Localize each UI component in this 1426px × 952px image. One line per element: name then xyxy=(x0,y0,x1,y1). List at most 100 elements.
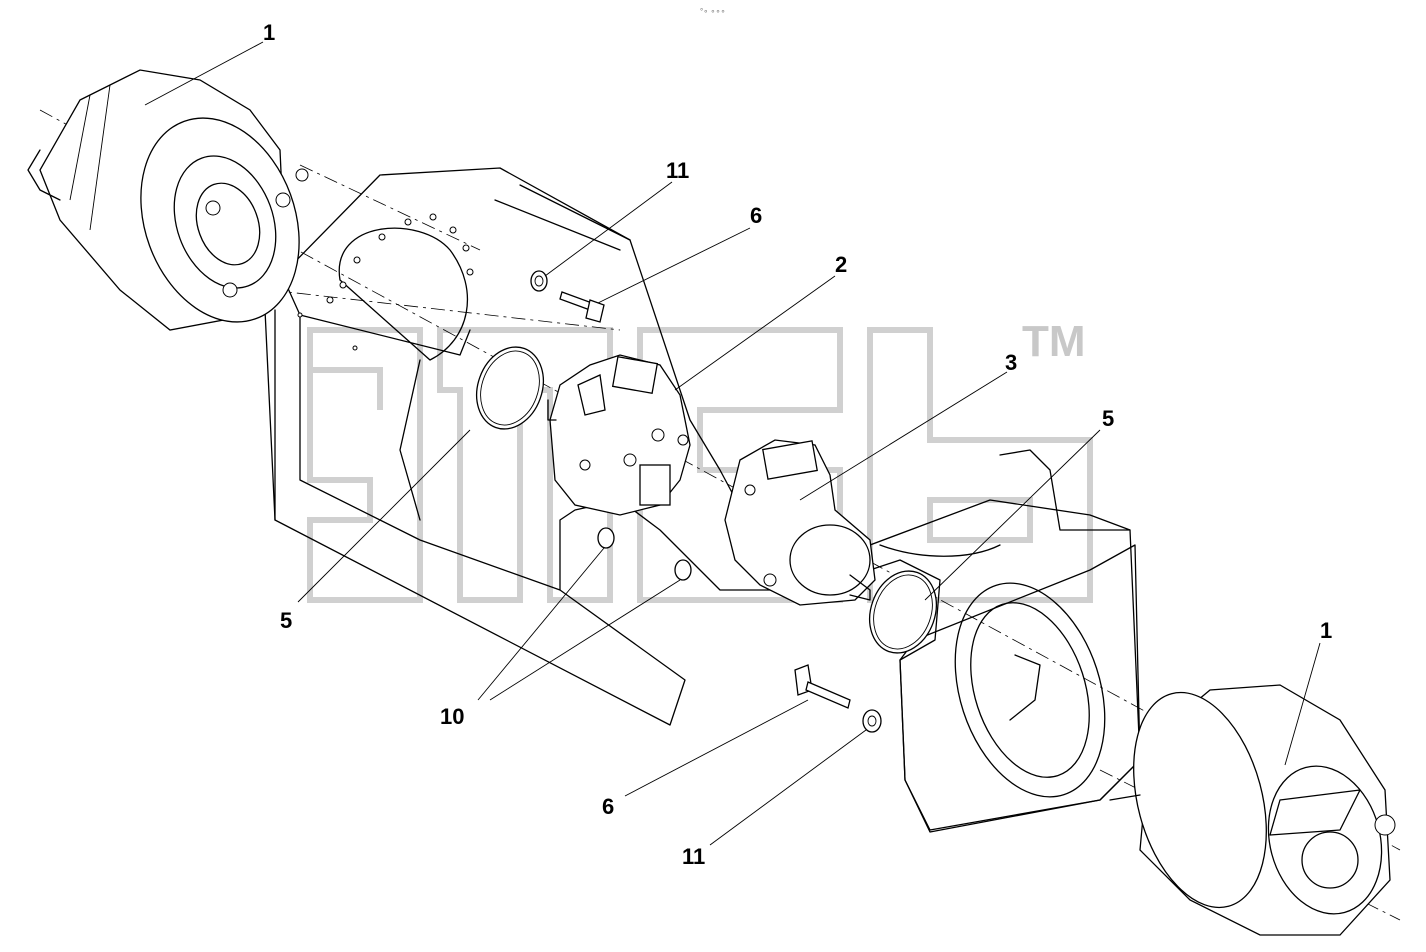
motor-3-valve-block xyxy=(762,440,818,480)
motor-3-shaft xyxy=(849,574,871,601)
gearbox-left xyxy=(27,69,309,331)
bolt-axis-upper xyxy=(269,289,621,331)
gearbox-right-flange xyxy=(1133,691,1267,909)
gearbox-left-stud xyxy=(275,192,291,208)
leader-11-bottom xyxy=(709,729,867,846)
frame-hole xyxy=(353,256,361,264)
motor-2-port-block xyxy=(639,464,671,506)
bolt-lower-shank xyxy=(805,681,851,709)
leader-11-top xyxy=(544,181,673,277)
frame-hole xyxy=(352,345,358,351)
flange-plate-outline xyxy=(899,544,1141,833)
watermark-tm: TM xyxy=(1022,317,1086,366)
frame-holes-left xyxy=(297,213,474,351)
gearbox-right-port xyxy=(1374,814,1396,836)
callout-1-top: 1 xyxy=(263,20,275,45)
washer-upper xyxy=(530,270,548,292)
callout-11-bottom: 11 xyxy=(682,844,705,869)
leader-6-bottom xyxy=(624,699,809,797)
flange-opening-inner xyxy=(970,602,1090,778)
o-ring-right-inner xyxy=(873,574,933,650)
frame-hole xyxy=(429,213,437,221)
frame-top-plate-edge xyxy=(494,184,631,251)
frame-curve-right xyxy=(879,544,1001,557)
motor-2-port xyxy=(677,434,689,446)
frame-inner-edge-left xyxy=(299,314,561,591)
motor-3-port xyxy=(744,484,756,496)
callout-5-left: 5 xyxy=(280,608,292,633)
leader-5-left xyxy=(297,429,471,603)
gearbox-right xyxy=(1109,684,1396,936)
motor-3-port xyxy=(763,573,777,587)
bolt-upper-shank xyxy=(559,291,593,311)
top-mark: °∘ ∘∘∘ xyxy=(700,7,725,16)
leader-1-top xyxy=(144,41,264,106)
watermark-glyph-a xyxy=(307,327,423,603)
frame-hole xyxy=(404,218,412,226)
o-ring-left xyxy=(476,346,544,430)
washer-lower xyxy=(862,709,882,733)
leader-6-top xyxy=(597,227,751,304)
frame-housing xyxy=(264,167,1141,831)
callout-6-bottom: 6 xyxy=(602,794,614,819)
gearbox-right-label-plate xyxy=(1269,789,1361,836)
callout-labels: 1 1 2 3 5 5 6 6 10 11 11 xyxy=(263,20,1332,869)
motor-2-port xyxy=(579,459,591,471)
gearbox-left-end xyxy=(27,149,61,201)
motor-3-flange xyxy=(789,524,871,596)
gearbox-right-shaft xyxy=(1109,794,1141,801)
washer-upper-inner xyxy=(534,275,544,287)
hydraulic-motor-3 xyxy=(724,439,876,606)
o-ring-left-inner xyxy=(480,350,540,426)
callout-3: 3 xyxy=(1005,350,1017,375)
frame-hole xyxy=(462,244,470,252)
frame-hole xyxy=(378,233,386,241)
callout-6-top: 6 xyxy=(750,203,762,228)
frame-hole xyxy=(466,268,474,276)
frame-right-edge xyxy=(999,449,1131,531)
gearbox-left-rib xyxy=(89,84,111,231)
frame-inner-edge-top xyxy=(281,274,471,356)
watermark-glyph-b xyxy=(867,327,1093,603)
washer-10-left xyxy=(597,527,615,549)
frame-outline xyxy=(264,167,1141,831)
washer-lower-inner xyxy=(867,715,877,727)
leader-10-b xyxy=(489,579,681,701)
watermark-glyph-e xyxy=(637,327,843,603)
callout-2: 2 xyxy=(835,252,847,277)
motor-2-shaft xyxy=(547,399,557,421)
flange-notch xyxy=(1009,654,1041,721)
frame-hole xyxy=(326,296,334,304)
leader-lines xyxy=(144,41,1321,846)
hydraulic-motor-2 xyxy=(547,354,691,516)
motor-2-valve-block xyxy=(611,356,659,394)
frame-left-opening xyxy=(338,227,469,361)
frame-hole xyxy=(339,281,347,289)
gearbox-left-stud xyxy=(295,168,309,182)
motor-2-port xyxy=(651,428,665,442)
gearbox-left-rib xyxy=(69,94,91,201)
gearbox-left-stud xyxy=(205,200,221,216)
bolt-upper xyxy=(559,291,605,323)
flange-opening-outer xyxy=(954,582,1106,798)
callout-11-top: 11 xyxy=(666,158,689,183)
axis-upper-left xyxy=(299,164,481,251)
leader-5-right xyxy=(924,429,1101,601)
frame-inner-curve xyxy=(399,359,421,521)
washer-10-right xyxy=(674,559,692,581)
frame-hole xyxy=(297,312,303,318)
motor-2-port xyxy=(623,453,637,467)
callout-5-right: 5 xyxy=(1102,406,1114,431)
leader-3 xyxy=(799,371,1008,501)
watermark: TM xyxy=(307,317,1093,603)
frame-hole xyxy=(449,226,457,234)
motor-2-block xyxy=(577,374,606,416)
bolt-upper-head xyxy=(585,299,605,323)
callout-1-bottom: 1 xyxy=(1320,618,1332,643)
callout-10: 10 xyxy=(440,704,464,729)
o-ring-right xyxy=(869,570,937,654)
leader-10-a xyxy=(477,547,605,701)
right-flange-plate xyxy=(899,544,1141,833)
